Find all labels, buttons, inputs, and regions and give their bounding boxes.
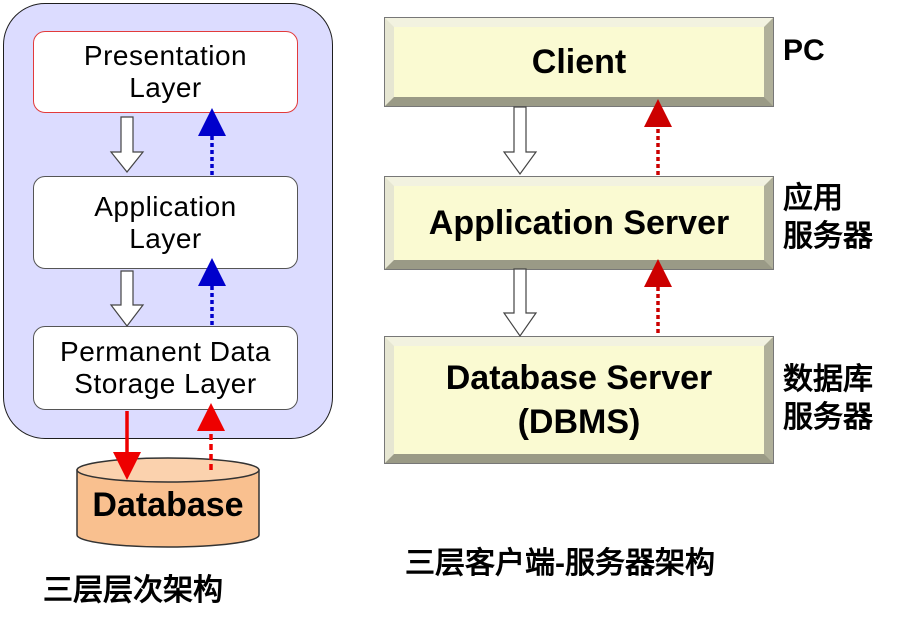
application-layer-box: Application Layer	[33, 176, 298, 269]
presentation-layer-box: Presentation Layer	[33, 31, 298, 113]
application-server-label: Application Server	[428, 203, 730, 242]
database-server-tier-box: Database Server (DBMS)	[384, 336, 774, 464]
storage-layer-box: Permanent Data Storage Layer	[33, 326, 298, 410]
client-tier-label: Client	[531, 42, 627, 81]
client-side-label: PC	[783, 34, 825, 67]
appserver-to-dbserver-arrow	[502, 268, 538, 338]
application-server-side-label: 应用 服务器	[783, 182, 873, 253]
application-server-tier-box: Application Server	[384, 176, 774, 270]
database-server-side-label: 数据库 服务器	[783, 363, 873, 434]
presentation-to-application-arrow	[109, 116, 145, 173]
left-caption: 三层层次架构	[43, 574, 223, 607]
right-caption: 三层客户端-服务器架构	[405, 547, 715, 580]
application-to-storage-arrow	[109, 270, 145, 327]
database-label: Database	[92, 486, 244, 524]
client-tier-box: Client	[384, 17, 774, 107]
database-server-label: Database Server (DBMS)	[445, 359, 713, 441]
client-to-appserver-arrow	[502, 106, 538, 176]
